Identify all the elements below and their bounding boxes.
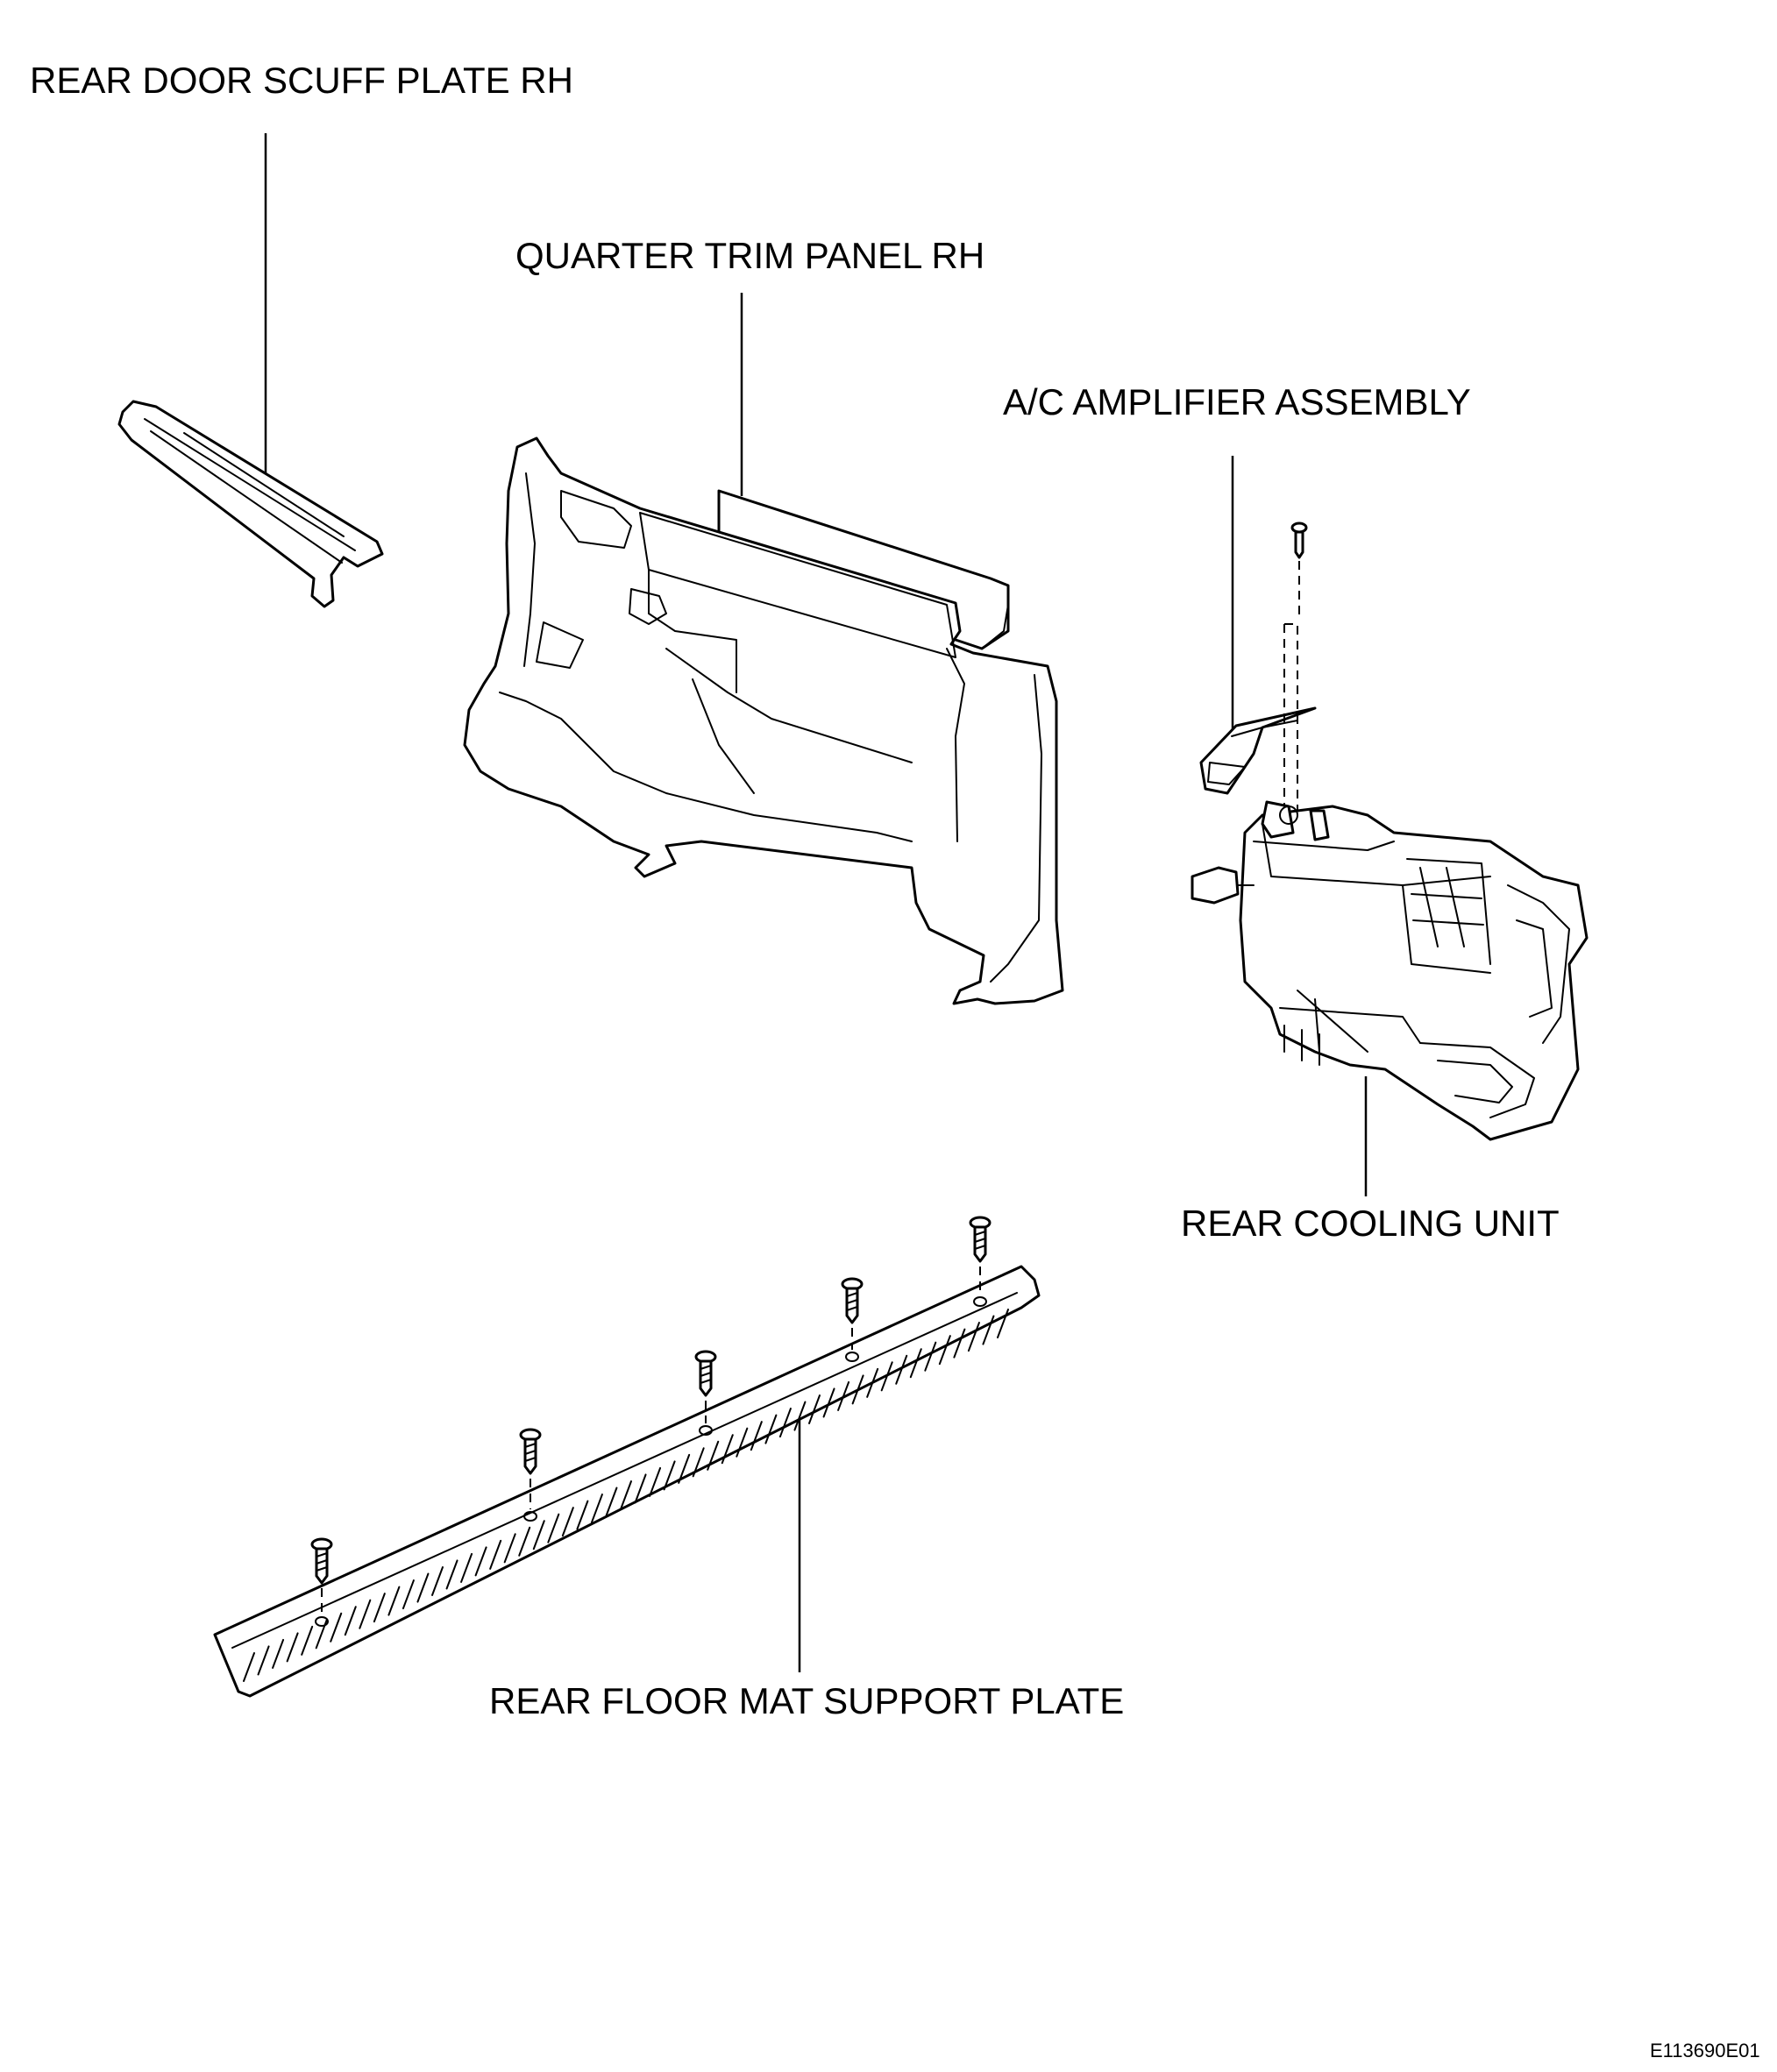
plate-rib xyxy=(967,1322,980,1352)
plate-rib xyxy=(764,1414,778,1444)
quarter-trim-panel xyxy=(463,436,1064,1005)
label-rear-cooling-unit: REAR COOLING UNIT xyxy=(1181,1203,1560,1244)
plate-rib xyxy=(561,1507,574,1537)
plate-rib xyxy=(373,1593,386,1623)
plate-rib xyxy=(982,1315,995,1345)
rear-cooling-unit xyxy=(1191,800,1589,1141)
plate-rib xyxy=(909,1348,922,1379)
plate-rib xyxy=(243,1652,255,1682)
plate-rib xyxy=(576,1500,589,1530)
plate-rib xyxy=(649,1466,662,1497)
plate-rib xyxy=(257,1645,270,1676)
plate-rib xyxy=(953,1328,966,1359)
plate-screws xyxy=(310,1216,992,1627)
plate-rib xyxy=(938,1335,951,1366)
plate-rib xyxy=(678,1453,691,1484)
plate-rib xyxy=(272,1638,285,1669)
plate-rib xyxy=(387,1586,401,1616)
screw-icon xyxy=(1290,522,1308,618)
plate-rib xyxy=(851,1374,864,1405)
plate-rib xyxy=(605,1487,618,1517)
screw-icon xyxy=(519,1428,542,1522)
plate-rib xyxy=(837,1380,850,1411)
plate-rib xyxy=(880,1361,893,1392)
plate-rib xyxy=(750,1421,763,1451)
plate-rib xyxy=(503,1533,516,1564)
label-ac-amplifier: A/C AMPLIFIER ASSEMBLY xyxy=(1003,381,1471,422)
plate-rib xyxy=(793,1401,807,1431)
plate-rib xyxy=(692,1447,705,1478)
screw-icon xyxy=(841,1277,864,1362)
rear-floor-mat-support-plate xyxy=(213,1216,1041,1698)
figure-code: E113690E01 xyxy=(1650,2040,1760,2061)
plate-rib xyxy=(822,1387,835,1418)
plate-rib xyxy=(344,1606,357,1636)
ac-amplifier-assembly xyxy=(1199,623,1317,815)
plate-rib xyxy=(808,1394,821,1424)
plate-rib xyxy=(359,1599,372,1629)
label-rear-floor-mat-support-plate: REAR FLOOR MAT SUPPORT PLATE xyxy=(489,1680,1124,1721)
plate-rib xyxy=(620,1480,632,1510)
plate-rib xyxy=(895,1354,908,1385)
label-quarter-trim-panel: QUARTER TRIM PANEL RH xyxy=(515,235,984,276)
rear-door-scuff-plate xyxy=(117,400,384,608)
plate-rib xyxy=(445,1559,458,1590)
screw-icon xyxy=(694,1350,717,1436)
plate-rib xyxy=(663,1460,676,1491)
plate-rib xyxy=(330,1612,343,1643)
plate-rib xyxy=(301,1625,314,1656)
plate-ribs xyxy=(243,1309,1009,1682)
plate-rib xyxy=(489,1539,502,1570)
plate-rib xyxy=(778,1408,792,1438)
screw-icon xyxy=(310,1537,333,1627)
plate-rib xyxy=(474,1546,487,1577)
plate-rib xyxy=(532,1520,545,1550)
screw-icon xyxy=(969,1216,992,1307)
plate-rib xyxy=(518,1526,531,1557)
plate-rib xyxy=(736,1427,749,1458)
plate-rib xyxy=(590,1494,603,1524)
label-rear-door-scuff-plate: REAR DOOR SCUFF PLATE RH xyxy=(30,60,573,101)
plate-rib xyxy=(924,1341,937,1372)
plate-rib xyxy=(460,1552,473,1583)
plate-rib xyxy=(431,1566,444,1596)
plate-rib xyxy=(721,1434,734,1465)
plate-rib xyxy=(547,1513,560,1543)
plate-rib xyxy=(997,1309,1009,1338)
plate-rib xyxy=(416,1572,430,1603)
plate-rib xyxy=(707,1440,720,1471)
plate-rib xyxy=(634,1473,647,1504)
plate-rib xyxy=(866,1367,879,1398)
plate-rib xyxy=(286,1632,299,1663)
plate-rib xyxy=(402,1579,415,1610)
